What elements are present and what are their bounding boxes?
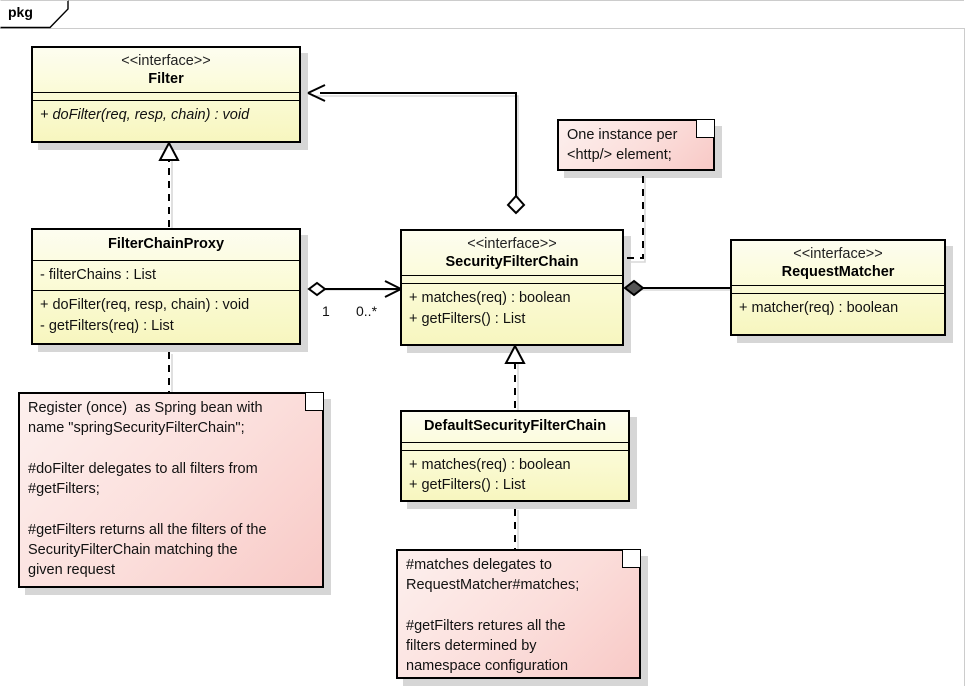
class-requestmatcher-methods: + matcher(req) : boolean [732,293,944,324]
note-http-element-fold-edge [696,120,714,138]
class-securityfilterchain-stereotype: <<interface>> [467,236,557,252]
class-securityfilterchain-method-1: + getFilters() : List [409,310,526,327]
note-defaultsecurityfilterchain-text: #matches delegates to RequestMatcher#mat… [406,557,580,675]
note-defaultsecurityfilterchain-fold-edge [622,550,640,568]
class-requestmatcher-name: RequestMatcher [781,263,895,280]
note-filterchainproxy-text: Register (once) as Spring bean with name… [28,400,267,579]
class-filter-name: Filter [148,70,184,87]
class-filterchainproxy-attribute-0: - filterChains : List [40,266,157,283]
class-filter-methods: + doFilter(req, resp, chain) : void [33,100,299,131]
class-requestmatcher-method-0: + matcher(req) : boolean [739,300,899,317]
class-filterchainproxy-header: FilterChainProxy [33,230,299,260]
class-securityfilterchain-method-0: + matches(req) : boolean [409,290,571,307]
class-securityfilterchain[interactable]: <<interface>> SecurityFilterChain + matc… [400,229,624,346]
note-http-element-text: One instance per <http/> element; [567,127,678,164]
note-filterchainproxy[interactable]: Register (once) as Spring bean with name… [18,392,324,588]
class-filterchainproxy[interactable]: FilterChainProxy - filterChains : List +… [31,228,301,345]
multiplicity-source: 1 [322,303,330,319]
package-label: pkg [8,4,33,20]
class-filterchainproxy-method-0: + doFilter(req, resp, chain) : void [40,297,250,314]
class-securityfilterchain-name: SecurityFilterChain [445,253,579,270]
class-filter-header: <<interface>> Filter [33,48,299,92]
class-requestmatcher-stereotype: <<interface>> [793,246,883,262]
class-defaultsecurityfilterchain-method-0: + matches(req) : boolean [409,456,571,473]
class-defaultsecurityfilterchain[interactable]: DefaultSecurityFilterChain + matches(req… [400,410,630,502]
class-filter[interactable]: <<interface>> Filter + doFilter(req, res… [31,46,301,143]
class-defaultsecurityfilterchain-method-1: + getFilters() : List [409,477,526,494]
class-filterchainproxy-name: FilterChainProxy [107,236,225,252]
class-filterchainproxy-method-1: - getFilters(req) : List [40,317,174,334]
class-requestmatcher[interactable]: <<interface>> RequestMatcher + matcher(r… [730,239,946,336]
class-requestmatcher-attributes [732,285,944,293]
note-filterchainproxy-fold-edge [305,393,323,411]
class-securityfilterchain-attributes [402,275,622,283]
class-requestmatcher-header: <<interface>> RequestMatcher [732,241,944,285]
class-filterchainproxy-attributes: - filterChains : List [33,259,299,291]
class-defaultsecurityfilterchain-header: DefaultSecurityFilterChain [402,412,628,442]
class-securityfilterchain-methods: + matches(req) : boolean + getFilters() … [402,283,622,334]
class-securityfilterchain-header: <<interface>> SecurityFilterChain [402,231,622,275]
class-filter-method-0: + doFilter(req, resp, chain) : void [40,107,250,124]
class-filter-stereotype: <<interface>> [121,53,211,69]
class-filter-attributes [33,92,299,100]
class-filterchainproxy-methods: + doFilter(req, resp, chain) : void - ge… [33,290,299,341]
note-http-element[interactable]: One instance per <http/> element; [557,119,715,171]
package-frame-top-right [68,0,964,29]
multiplicity-target: 0..* [356,303,378,319]
class-defaultsecurityfilterchain-methods: + matches(req) : boolean + getFilters() … [402,449,628,501]
package-frame-border [0,28,965,686]
class-defaultsecurityfilterchain-attributes [402,441,628,450]
note-defaultsecurityfilterchain[interactable]: #matches delegates to RequestMatcher#mat… [396,549,641,679]
class-defaultsecurityfilterchain-name: DefaultSecurityFilterChain [423,418,607,434]
